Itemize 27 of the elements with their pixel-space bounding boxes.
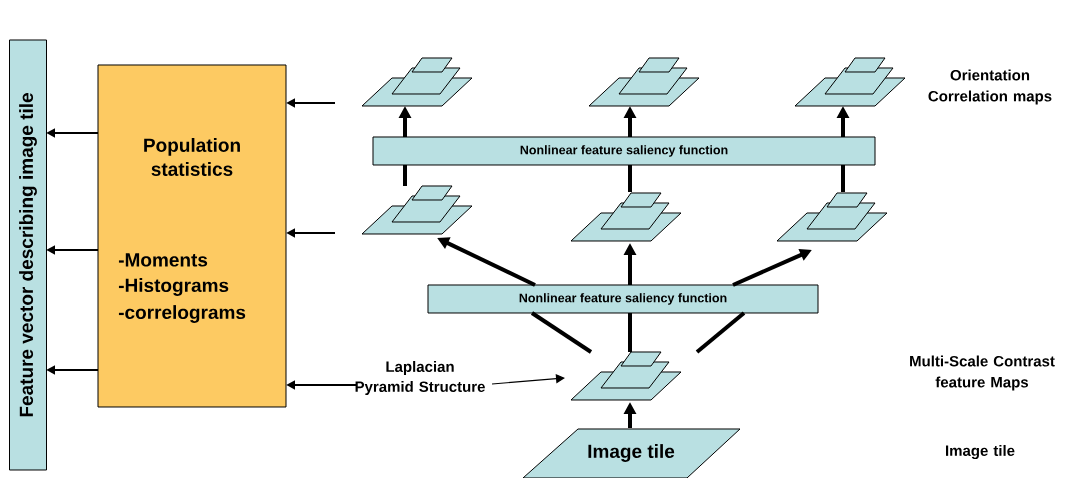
side-label: Image tile [946,444,1015,459]
list-item: -Moments [118,253,208,267]
pyramid-stack [570,351,682,401]
feature-vector-bar: Feature vector describing image tile [9,39,47,471]
pyramid-stack [588,57,700,107]
connector-line [530,311,593,354]
side-label: Multi-Scale Contrast feature Maps [910,355,1055,391]
function-band: Nonlinear feature saliency function [372,136,876,166]
connector-line [695,311,746,354]
list-item: -Histograms [118,278,229,296]
pyramid-stack [794,57,906,107]
pyramid-stack [570,192,682,242]
statistics-box [97,64,287,408]
side-label: Orientation Correlation maps [928,69,1052,105]
connector-line [628,313,632,352]
box-heading: Population statistics [144,138,240,176]
image-tile: Image tile [522,428,741,478]
pyramid-stack [361,57,473,107]
pyramid-stack [361,185,473,235]
function-band: Nonlinear feature saliency function [427,284,819,314]
connector-line [628,165,632,192]
connector-line [403,165,407,186]
pyramid-stack [776,192,888,242]
leader-arrow [491,374,565,385]
list-item: -correlograms [118,305,246,323]
pyramid-label: Laplacian Pyramid Structure [355,361,485,395]
connector-line [841,165,845,192]
